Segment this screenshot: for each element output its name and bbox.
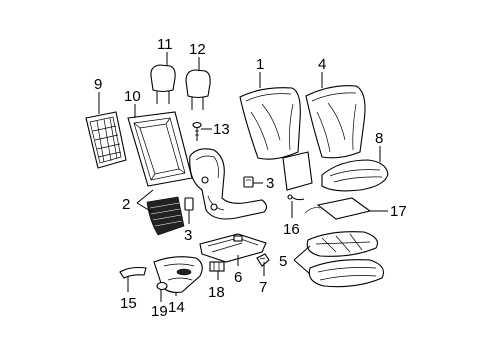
- part-7-clip: [256, 253, 270, 267]
- callout-18: 18: [208, 284, 225, 301]
- callout-2: 2: [122, 196, 130, 213]
- part-1-back-cushion: [239, 87, 301, 160]
- callout-8: 8: [375, 130, 383, 147]
- callout-17: 17: [390, 203, 407, 220]
- part-11-headrest: [150, 64, 176, 104]
- part-5-seat-frame-upper: [306, 231, 379, 257]
- part-8-seat-cushion: [321, 159, 389, 192]
- leader-lines: [98, 52, 388, 302]
- seat-side-frame: [189, 148, 268, 220]
- part-10-back-frame: [127, 111, 193, 187]
- callout-4: 4: [318, 56, 326, 73]
- part-2-lumbar-block: [146, 196, 185, 236]
- callout-15: 15: [120, 295, 137, 312]
- callout-9: 9: [94, 76, 102, 93]
- part-12-headrest: [185, 69, 211, 110]
- part-9-back-panel: [85, 111, 127, 169]
- part-18-switch: [209, 261, 225, 272]
- callout-14: 14: [168, 299, 185, 316]
- callout-10: 10: [124, 88, 141, 105]
- part-6-adjuster-base: [199, 233, 267, 263]
- part-5-seat-frame-lower: [308, 259, 385, 288]
- part-3-clip-lower: [184, 197, 194, 211]
- callout-13: 13: [213, 121, 230, 138]
- callout-6: 6: [234, 269, 242, 286]
- callout-5: 5: [279, 253, 287, 270]
- callout-1: 1: [256, 56, 264, 73]
- part-3-clip-upper: [243, 176, 254, 188]
- callout-3-upper: 3: [266, 175, 274, 192]
- callout-7: 7: [259, 279, 267, 296]
- part-16-pad: [282, 151, 313, 201]
- callout-19: 19: [151, 303, 168, 320]
- part-4-back-cover: [305, 85, 366, 159]
- part-17-seat-mat: [304, 197, 372, 220]
- callout-3-lower: 3: [184, 227, 192, 244]
- part-19-knob: [156, 281, 168, 291]
- callout-16: 16: [283, 221, 300, 238]
- part-13-bolt: [192, 121, 202, 141]
- callout-11: 11: [157, 36, 173, 53]
- part-15-handle: [119, 266, 147, 279]
- callout-12: 12: [189, 41, 206, 58]
